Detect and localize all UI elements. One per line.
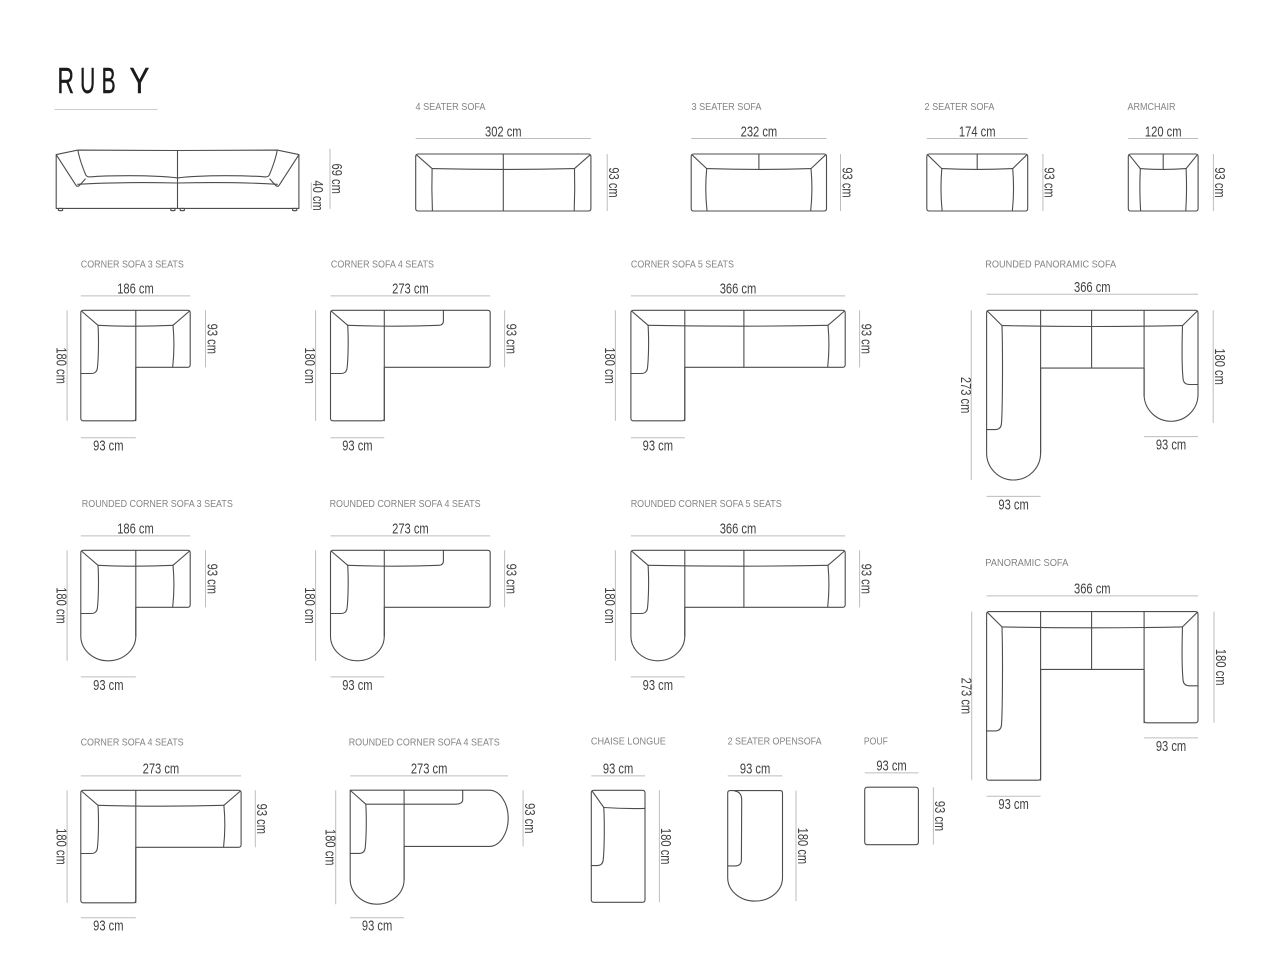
svg-text:180 cm: 180 cm xyxy=(53,828,70,865)
svg-text:PANORAMIC SOFA: PANORAMIC SOFA xyxy=(985,558,1068,569)
svg-text:180 cm: 180 cm xyxy=(53,587,70,624)
svg-text:93 cm: 93 cm xyxy=(643,676,673,693)
svg-text:273 cm: 273 cm xyxy=(392,280,429,297)
svg-text:180 cm: 180 cm xyxy=(302,347,319,384)
svg-text:CORNER SOFA 4 SEATS: CORNER SOFA 4 SEATS xyxy=(331,259,434,270)
svg-text:CHAISE LONGUE: CHAISE LONGUE xyxy=(591,737,666,748)
svg-text:40 cm: 40 cm xyxy=(310,180,327,210)
svg-text:180 cm: 180 cm xyxy=(322,829,339,866)
svg-text:93 cm: 93 cm xyxy=(503,564,520,594)
svg-text:273 cm: 273 cm xyxy=(958,678,975,715)
svg-text:93 cm: 93 cm xyxy=(1041,167,1058,197)
svg-text:180 cm: 180 cm xyxy=(658,828,675,865)
svg-text:2 SEATER OPENSOFA: 2 SEATER OPENSOFA xyxy=(728,737,822,748)
svg-text:93 cm: 93 cm xyxy=(254,804,271,834)
svg-text:174 cm: 174 cm xyxy=(959,123,996,140)
svg-text:CORNER SOFA 3 SEATS: CORNER SOFA 3 SEATS xyxy=(81,259,184,270)
svg-text:302 cm: 302 cm xyxy=(485,123,522,140)
svg-text:120 cm: 120 cm xyxy=(1145,123,1182,140)
svg-text:ROUNDED CORNER SOFA 3 SEATS: ROUNDED CORNER SOFA 3 SEATS xyxy=(82,499,233,510)
svg-text:4 SEATER SOFA: 4 SEATER SOFA xyxy=(416,102,486,113)
svg-text:366 cm: 366 cm xyxy=(1074,580,1111,597)
svg-text:ARMCHAIR: ARMCHAIR xyxy=(1128,102,1176,113)
svg-text:180 cm: 180 cm xyxy=(53,347,70,384)
svg-text:CORNER SOFA 5 SEATS: CORNER SOFA 5 SEATS xyxy=(631,259,734,270)
svg-text:93 cm: 93 cm xyxy=(1156,737,1186,754)
svg-text:93 cm: 93 cm xyxy=(362,917,392,934)
svg-text:180 cm: 180 cm xyxy=(794,828,811,865)
svg-text:93 cm: 93 cm xyxy=(1156,436,1186,453)
svg-text:93 cm: 93 cm xyxy=(606,167,623,197)
svg-text:366 cm: 366 cm xyxy=(720,280,757,297)
svg-text:273 cm: 273 cm xyxy=(143,760,180,777)
svg-text:273 cm: 273 cm xyxy=(411,760,448,777)
svg-text:69 cm: 69 cm xyxy=(328,164,345,194)
svg-text:93 cm: 93 cm xyxy=(858,564,875,594)
svg-text:180 cm: 180 cm xyxy=(602,347,619,384)
svg-text:232 cm: 232 cm xyxy=(741,123,778,140)
svg-text:93 cm: 93 cm xyxy=(740,760,770,777)
svg-text:ROUNDED CORNER SOFA 4 SEATS: ROUNDED CORNER SOFA 4 SEATS xyxy=(349,738,500,749)
svg-text:Y: Y xyxy=(130,61,150,101)
svg-text:93 cm: 93 cm xyxy=(603,760,633,777)
svg-text:180 cm: 180 cm xyxy=(302,587,319,624)
svg-text:93 cm: 93 cm xyxy=(522,803,539,833)
svg-text:ROUNDED CORNER SOFA 4 SEATS: ROUNDED CORNER SOFA 4 SEATS xyxy=(330,499,481,510)
svg-text:93 cm: 93 cm xyxy=(342,676,372,693)
svg-text:186 cm: 186 cm xyxy=(117,520,154,537)
svg-text:180 cm: 180 cm xyxy=(1212,649,1229,686)
svg-text:93 cm: 93 cm xyxy=(643,437,673,454)
svg-text:366 cm: 366 cm xyxy=(720,520,757,537)
svg-text:2 SEATER SOFA: 2 SEATER SOFA xyxy=(925,102,995,113)
svg-text:R: R xyxy=(58,62,75,101)
svg-text:366 cm: 366 cm xyxy=(1074,279,1111,296)
svg-text:3 SEATER SOFA: 3 SEATER SOFA xyxy=(692,102,762,113)
svg-text:93 cm: 93 cm xyxy=(342,437,372,454)
svg-text:U: U xyxy=(80,61,95,101)
svg-text:273 cm: 273 cm xyxy=(957,377,974,414)
svg-text:POUF: POUF xyxy=(864,737,888,748)
svg-text:93 cm: 93 cm xyxy=(204,564,221,594)
svg-text:B: B xyxy=(102,61,116,101)
svg-text:93 cm: 93 cm xyxy=(876,757,906,774)
svg-text:273 cm: 273 cm xyxy=(392,520,429,537)
svg-text:180 cm: 180 cm xyxy=(1212,348,1229,385)
svg-text:186 cm: 186 cm xyxy=(117,280,154,297)
svg-text:93 cm: 93 cm xyxy=(998,496,1028,513)
svg-text:ROUNDED CORNER SOFA 5 SEATS: ROUNDED CORNER SOFA 5 SEATS xyxy=(631,499,782,510)
svg-text:93 cm: 93 cm xyxy=(204,324,221,354)
svg-text:93 cm: 93 cm xyxy=(503,324,520,354)
svg-text:93 cm: 93 cm xyxy=(839,167,856,197)
svg-text:93 cm: 93 cm xyxy=(1212,167,1229,197)
svg-text:93 cm: 93 cm xyxy=(93,437,123,454)
svg-text:93 cm: 93 cm xyxy=(998,796,1028,813)
svg-text:93 cm: 93 cm xyxy=(93,917,123,934)
svg-text:ROUNDED PANORAMIC SOFA: ROUNDED PANORAMIC SOFA xyxy=(985,260,1116,271)
svg-text:180 cm: 180 cm xyxy=(602,587,619,624)
svg-text:93 cm: 93 cm xyxy=(858,324,875,354)
svg-text:93 cm: 93 cm xyxy=(932,801,949,831)
svg-text:93 cm: 93 cm xyxy=(93,676,123,693)
svg-text:CORNER SOFA 4 SEATS: CORNER SOFA 4 SEATS xyxy=(81,738,184,749)
